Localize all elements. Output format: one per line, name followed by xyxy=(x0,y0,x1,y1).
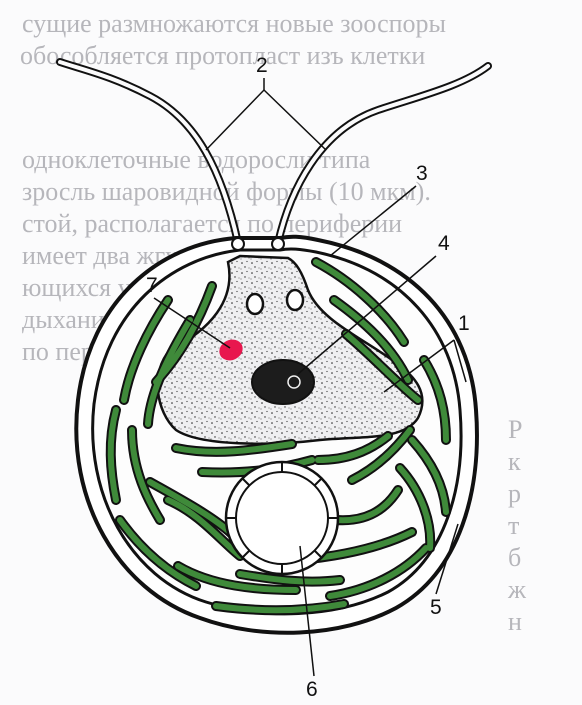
svg-text:Р: Р xyxy=(508,415,522,444)
contractile-vacuole-left xyxy=(247,294,263,314)
svg-text:стой, располагается по перифер: стой, располагается по периферии xyxy=(22,209,402,238)
nucleolus xyxy=(288,376,300,388)
svg-text:к: к xyxy=(508,447,521,476)
nucleus xyxy=(252,360,314,404)
svg-text:т: т xyxy=(508,511,519,540)
label-2: 2 xyxy=(256,54,268,77)
svg-text:ж: ж xyxy=(507,575,527,604)
label-5: 5 xyxy=(430,596,442,619)
svg-text:н: н xyxy=(508,607,522,636)
basal-body-right xyxy=(272,238,284,250)
label-3: 3 xyxy=(416,162,428,185)
svg-text:б: б xyxy=(508,543,521,572)
basal-body-left xyxy=(232,238,244,250)
label-1: 1 xyxy=(458,312,470,335)
label-7: 7 xyxy=(146,274,158,297)
contractile-vacuole-right xyxy=(287,290,303,310)
svg-text:сущие размножаются новые зоосп: сущие размножаются новые зооспоры xyxy=(22,9,446,38)
svg-text:р: р xyxy=(508,479,521,508)
label-4: 4 xyxy=(438,232,450,255)
label-6: 6 xyxy=(306,678,318,701)
pyrenoid xyxy=(226,462,338,574)
